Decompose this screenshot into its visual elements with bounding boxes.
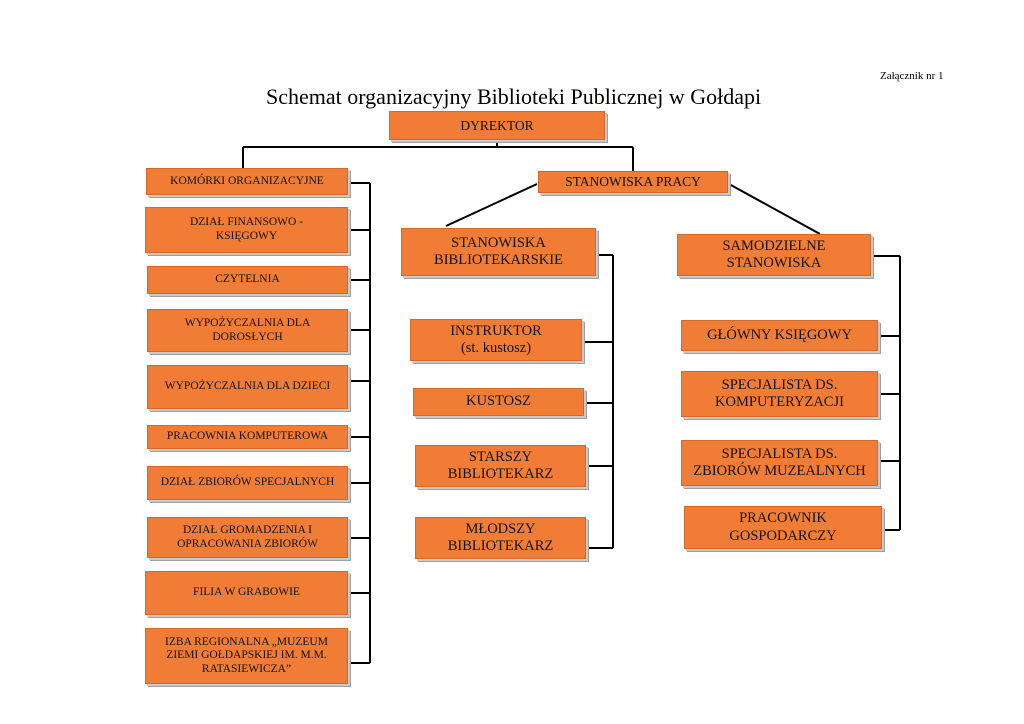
director-box: DYREKTOR (389, 111, 605, 140)
independent-positions-header: SAMODZIELNE STANOWISKA (677, 234, 871, 276)
librarian-positions-header: STANOWISKA BIBLIOTEKARSKIE (401, 228, 596, 276)
position-instructor: INSTRUKTOR (st. kustosz) (410, 319, 582, 361)
position-computerization-specialist: SPECJALISTA DS. KOMPUTERYZACJI (681, 371, 878, 417)
unit-adult-lending: WYPOŻYCZALNIA DLA DOROSŁYCH (147, 309, 348, 352)
unit-computer-lab: PRACOWNIA KOMPUTEROWA (147, 425, 348, 449)
annex-label: Załącznik nr 1 (880, 70, 944, 82)
unit-children-lending: WYPOŻYCZALNIA DLA DZIECI (147, 365, 348, 409)
chart-title: Schemat organizacyjny Biblioteki Publicz… (266, 84, 762, 109)
position-museum-collections-specialist: SPECJALISTA DS. ZBIORÓW MUZEALNYCH (681, 440, 878, 486)
position-maintenance-worker: PRACOWNIK GOSPODARCZY (684, 506, 882, 549)
position-junior-librarian: MŁODSZY BIBLIOTEKARZ (415, 517, 586, 559)
position-custodian: KUSTOSZ (413, 388, 584, 416)
unit-acquisition-cataloguing: DZIAŁ GROMADZENIA I OPRACOWANIA ZBIORÓW (147, 517, 348, 558)
unit-finance-accounting: DZIAŁ FINANSOWO - KSIĘGOWY (145, 207, 348, 253)
unit-reading-room: CZYTELNIA (147, 266, 348, 294)
work-positions-header: STANOWISKA PRACY (538, 171, 728, 193)
organizational-units-header: KOMÓRKI ORGANIZACYJNE (146, 168, 348, 195)
position-senior-librarian: STARSZY BIBLIOTEKARZ (415, 445, 586, 487)
unit-regional-museum: IZBA REGIONALNA „MUZEUM ZIEMI GOŁDAPSKIE… (145, 628, 348, 684)
unit-grabowo-branch: FILIA W GRABOWIE (145, 571, 348, 615)
position-chief-accountant: GŁÓWNY KSIĘGOWY (681, 320, 878, 351)
unit-special-collections: DZIAŁ ZBIORÓW SPECJALNYCH (147, 466, 348, 500)
